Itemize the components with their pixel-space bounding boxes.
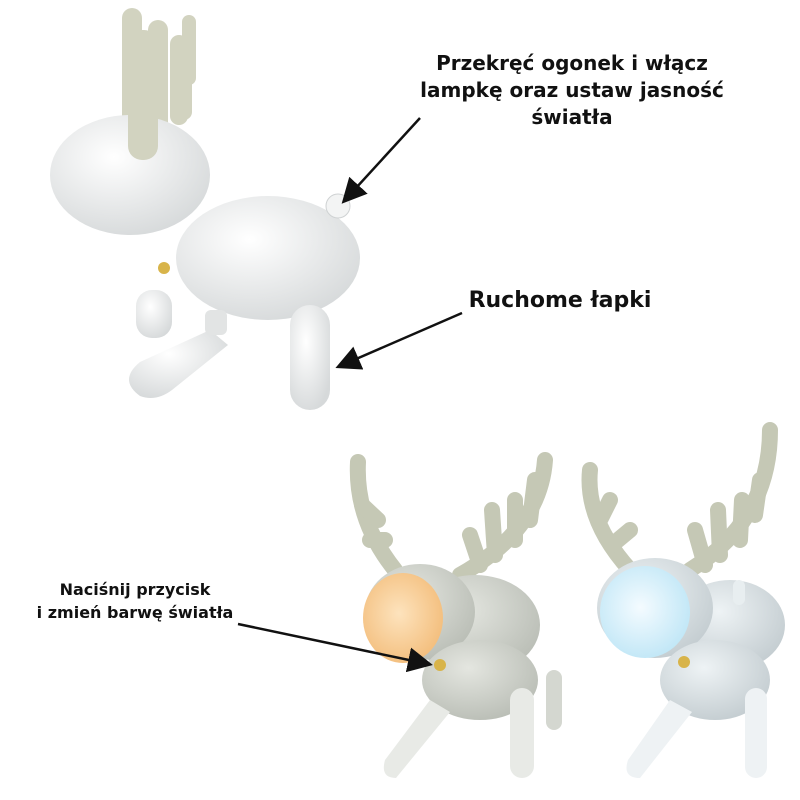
back-leg[interactable] — [290, 305, 330, 410]
deer-lamp-white — [50, 8, 360, 410]
color-button[interactable] — [434, 659, 446, 671]
antler — [581, 422, 778, 578]
deer-body — [176, 196, 360, 320]
cool-light-face — [600, 566, 690, 658]
leg — [510, 688, 534, 778]
front-leg[interactable] — [129, 330, 228, 398]
caption-tail-knob: Przekręć ogonek i włącz lampkę oraz usta… — [412, 50, 732, 131]
caption-line: lampkę oraz ustaw jasność — [420, 78, 724, 102]
deer-lamp-warm — [349, 452, 562, 778]
arrow-button — [237, 622, 433, 673]
caption-line: i zmień barwę światła — [36, 603, 234, 623]
arrow-tail — [341, 117, 421, 204]
deer-lamp-cool — [581, 422, 785, 778]
warm-light-face — [363, 573, 443, 663]
caption-line: światła — [531, 105, 613, 129]
caption-color-button: Naciśnij przycisk i zmień barwę światła — [0, 578, 270, 624]
caption-line: Naciśnij przycisk — [59, 580, 211, 599]
caption-movable-legs: Ruchome łapki — [468, 288, 652, 313]
light-button[interactable] — [158, 262, 170, 274]
arrow-legs — [335, 311, 463, 370]
caption-line: Przekręć ogonek i włącz — [436, 51, 708, 75]
antler — [349, 452, 553, 583]
deer-head — [50, 115, 210, 235]
